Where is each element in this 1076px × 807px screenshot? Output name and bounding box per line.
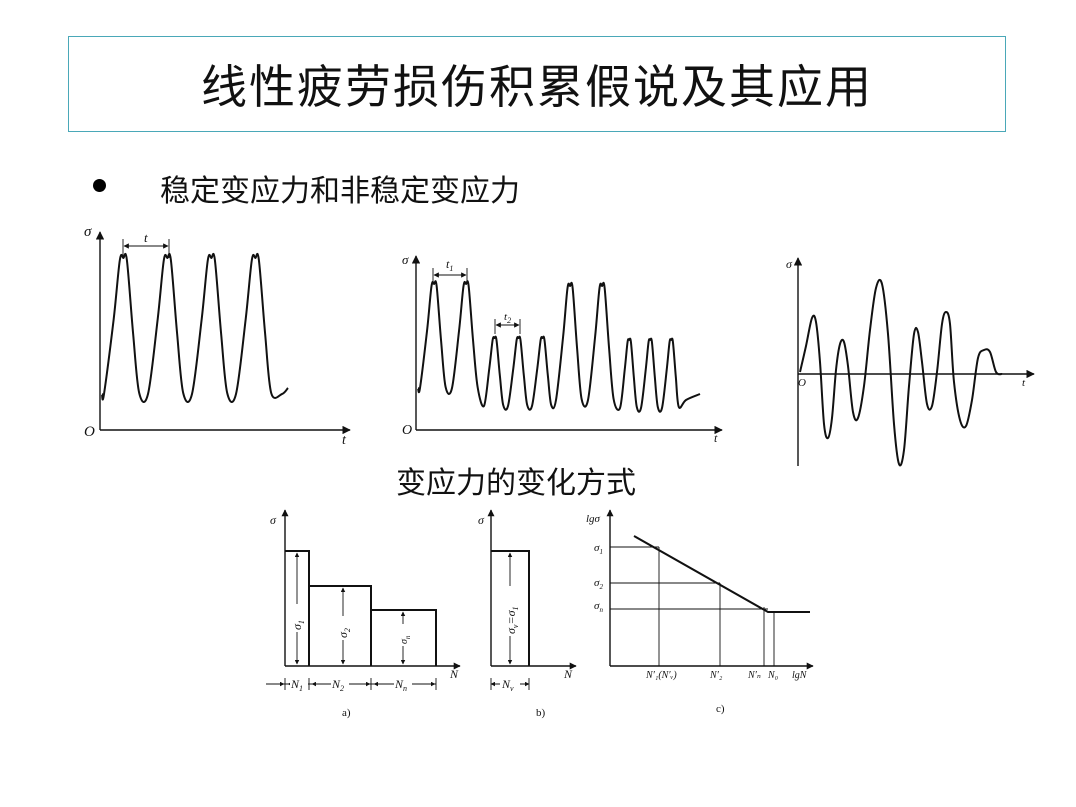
y-axis-label: σ <box>402 252 409 267</box>
figure-caption: 变应力的变化方式 <box>396 466 636 501</box>
y-axis-label: lgσ <box>586 513 601 525</box>
stress-blocks-diagram-a: σ N σ1 σ2 σn N1 N2 Nn a) <box>266 509 461 719</box>
sigman-label: σn <box>399 635 412 644</box>
x-axis-label: N <box>449 667 459 681</box>
origin-label: O <box>84 424 95 440</box>
sigma2-label: σ2 <box>594 577 603 591</box>
stress-waveform <box>417 280 701 413</box>
unsteady-stress-plot: σ O t t1 t2 <box>402 252 723 445</box>
y-axis-label: σ <box>786 257 793 271</box>
sigman-label: σn <box>594 600 603 614</box>
stress-waveform <box>799 278 1003 467</box>
nn-label: N′ₙ <box>747 670 761 681</box>
n2-label: N2 <box>331 677 344 693</box>
equivalent-stress-label: σv=σ1 <box>504 607 520 635</box>
figure-label-a: a) <box>342 707 351 719</box>
stress-waveform <box>101 252 289 403</box>
figure-label-b: b) <box>536 707 546 719</box>
bullet-dot <box>93 179 106 192</box>
bullet-text: 稳定变应力和非稳定变应力 <box>160 174 520 209</box>
random-stress-plot: σ O t <box>786 257 1035 467</box>
origin-label: O <box>402 423 412 438</box>
y-axis-label: σ <box>84 224 92 240</box>
n1-label: N1 <box>290 677 303 693</box>
sigma2-label: σ2 <box>336 628 352 638</box>
nv-label: Nv <box>501 677 514 693</box>
x-axis-label: t <box>714 431 718 445</box>
n0-label: N₀ <box>767 670 779 681</box>
sn-curve <box>633 535 810 613</box>
period-label: t <box>144 230 148 245</box>
title-box: 线性疲劳损伤积累假说及其应用 <box>68 36 1006 132</box>
n1-label: N′₁(N′ᵥ) <box>645 670 677 681</box>
figure-label-c: c) <box>716 703 725 715</box>
x-axis-label: t <box>342 433 347 448</box>
x-axis-label: t <box>1022 377 1026 389</box>
y-axis-label: σ <box>270 513 277 527</box>
n2-label: N′₂ <box>709 670 723 681</box>
stress-block-outline <box>285 550 437 666</box>
period2-label: t2 <box>504 311 511 325</box>
nn-label: Nn <box>394 677 407 693</box>
slide-title: 线性疲劳损伤积累假说及其应用 <box>201 60 873 114</box>
steady-stress-plot: σ O t t <box>84 224 351 448</box>
equivalent-block-outline <box>491 550 530 666</box>
x-axis-label: lgN <box>792 670 808 681</box>
period1-label: t1 <box>446 257 453 273</box>
sigma1-label: σ1 <box>594 542 603 556</box>
x-axis-label: N <box>563 667 573 681</box>
sigma1-label: σ1 <box>290 620 306 630</box>
sn-curve-diagram-c: lgσ σ1 σ2 σn N′₁(N′ᵥ) N′₂ N′ₙ N₀ lgN c) <box>586 509 814 715</box>
equivalent-block-diagram-b: σ N σv=σ1 Nv b) <box>478 509 577 719</box>
y-axis-label: σ <box>478 513 485 527</box>
origin-label: O <box>798 377 806 389</box>
